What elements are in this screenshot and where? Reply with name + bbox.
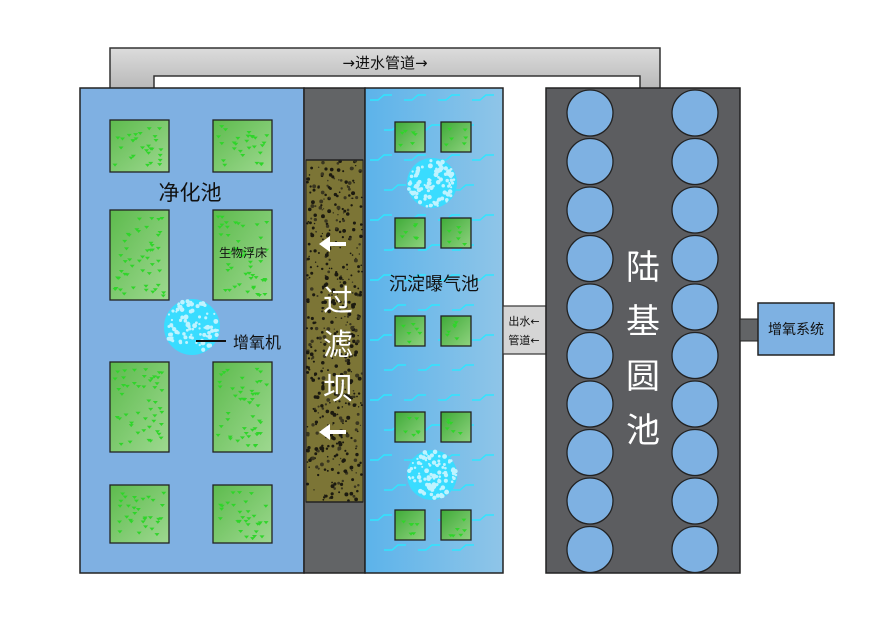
sediment-aeration-pool: 沉淀曝气池 [364, 87, 504, 574]
floating-bed [440, 411, 472, 443]
oxygen-system: 增氧系统 [739, 302, 835, 356]
round-tank [566, 186, 614, 234]
round-tank [566, 477, 614, 525]
round-tank [671, 283, 719, 331]
floating-bed [394, 217, 426, 249]
round-tank [671, 380, 719, 428]
round-tank [671, 428, 719, 477]
floating-bed [109, 209, 170, 301]
floating-bed [212, 361, 273, 453]
round-tank [671, 137, 719, 186]
sediment-pool-label: 沉淀曝气池 [389, 274, 479, 295]
inlet-pipe: →进水管道→ [109, 47, 661, 91]
aerator-icon [407, 449, 458, 500]
floating-bed [212, 119, 273, 173]
flow-arrow-left-icon [319, 424, 346, 440]
aerator-icon [407, 158, 457, 208]
outlet-pipe-label-2: 管道← [508, 333, 539, 347]
round-tanks [566, 89, 719, 574]
land-based-round-pool: 陆 基 圆 池 [545, 87, 741, 574]
floating-beds [109, 119, 273, 544]
aerator-label: 增氧机 [233, 333, 281, 352]
purification-pool-label: 净化池 [159, 181, 222, 205]
floating-bed [394, 121, 426, 153]
round-tank [671, 477, 719, 525]
sediment-floating-beds [394, 121, 472, 541]
round-tank [566, 234, 614, 283]
floating-bed [394, 411, 426, 443]
filter-dam-char-3: 坝 [323, 372, 353, 407]
land-pool-char-3: 圆 [626, 357, 660, 397]
round-tank [566, 89, 614, 137]
oxygen-system-label: 增氧系统 [768, 322, 824, 338]
floating-bed-label: 生物浮床 [219, 246, 267, 260]
filter-dam: 过 滤 坝 [303, 87, 366, 574]
inlet-pipe-label: →进水管道→ [342, 54, 427, 72]
outlet-pipe-label-1: 出水← [508, 314, 539, 328]
land-pool-char-4: 池 [626, 411, 660, 451]
floating-bed [212, 484, 273, 544]
round-tank [566, 331, 614, 380]
floating-bed [440, 315, 472, 347]
round-tank [671, 331, 719, 380]
filter-dam-char-2: 滤 [323, 328, 353, 363]
purification-pool: 净化池 生物浮床 增氧机 [79, 87, 305, 574]
round-tank [566, 137, 614, 186]
round-tank [671, 186, 719, 234]
round-tank [671, 89, 719, 137]
round-tank [566, 525, 614, 574]
floating-bed [394, 315, 426, 347]
round-tank [671, 525, 719, 574]
floating-bed [109, 484, 170, 544]
floating-bed [440, 217, 472, 249]
round-tank [566, 283, 614, 331]
filter-dam-char-1: 过 [323, 284, 353, 319]
land-pool-char-2: 基 [626, 302, 660, 342]
floating-bed [212, 209, 273, 301]
floating-bed [394, 509, 426, 541]
aerator-icon [164, 299, 220, 355]
floating-bed [440, 509, 472, 541]
round-tank [671, 234, 719, 283]
filter-media-texture [305, 159, 364, 502]
outlet-pipe: 出水← 管道← [502, 305, 547, 355]
flow-arrow-left-icon [319, 236, 346, 252]
round-tank [566, 380, 614, 428]
floating-bed [109, 119, 170, 173]
floating-bed [109, 361, 170, 453]
round-tank [566, 428, 614, 477]
floating-bed [440, 121, 472, 153]
land-pool-char-1: 陆 [626, 248, 660, 288]
